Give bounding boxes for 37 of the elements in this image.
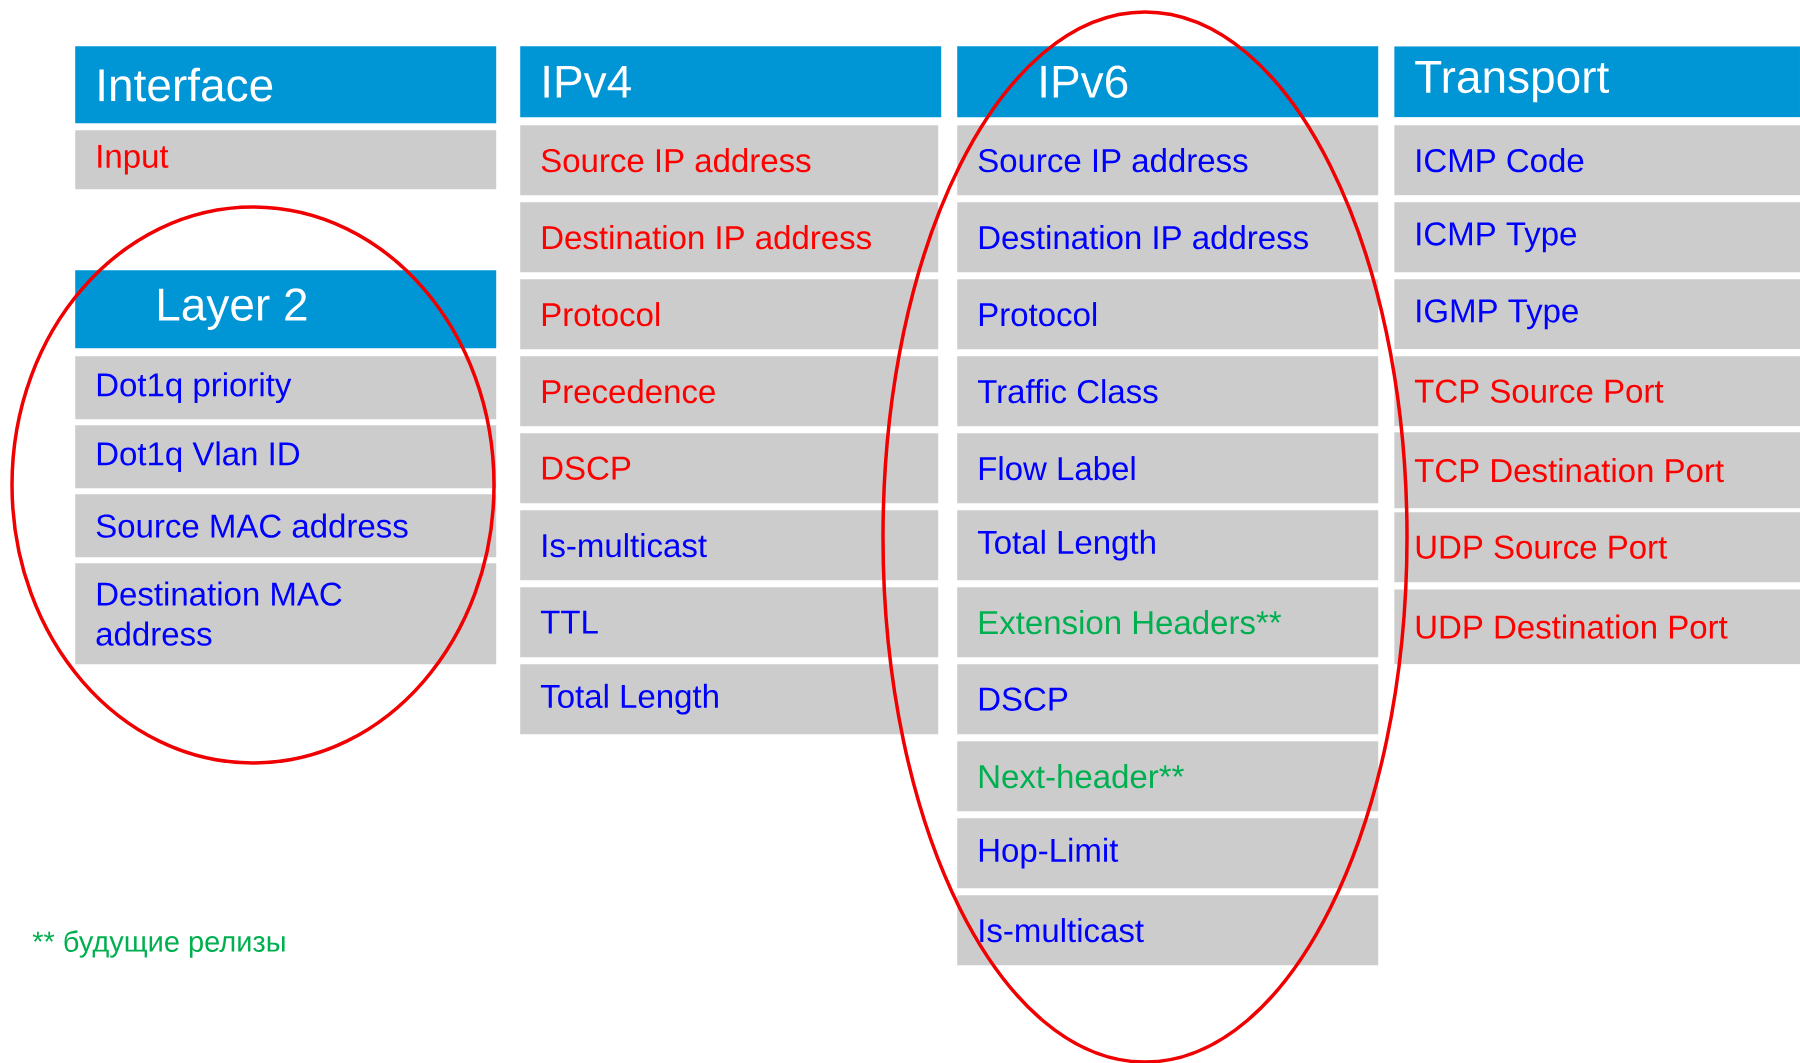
field-cell: ICMP Type: [1394, 202, 1800, 273]
field-cell: Input: [75, 130, 497, 190]
footnote: ** будущие релизы: [32, 930, 285, 958]
field-cell: Destination IP address: [520, 202, 939, 273]
column-header: Layer 2: [75, 270, 497, 349]
field-cell: Traffic Class: [957, 356, 1379, 427]
field-cell: Dot1q priority: [75, 356, 497, 420]
field-cell: Source IP address: [957, 125, 1379, 196]
field-cell: Protocol: [520, 279, 939, 350]
field-cell: TCP Destination Port: [1394, 432, 1800, 509]
field-cell: UDP Destination Port: [1394, 589, 1800, 665]
field-cell: Is-multicast: [520, 510, 939, 581]
field-cell: Dot1q Vlan ID: [75, 425, 497, 489]
field-cell: Protocol: [957, 279, 1379, 350]
field-cell: DSCP: [957, 664, 1379, 735]
field-cell: DSCP: [520, 433, 939, 504]
field-cell: Total Length: [957, 510, 1379, 581]
field-cell: Total Length: [520, 664, 939, 735]
field-cell: Source IP address: [520, 125, 939, 196]
column-header: IPv4: [520, 46, 942, 118]
field-cell: TCP Source Port: [1394, 356, 1800, 427]
field-cell: TTL: [520, 587, 939, 658]
field-cell: Flow Label: [957, 433, 1379, 504]
field-cell: Is-multicast: [957, 895, 1379, 966]
field-cell: UDP Source Port: [1394, 512, 1800, 583]
field-cell: Destination IP address: [957, 202, 1379, 273]
field-cell: Next-header**: [957, 741, 1379, 812]
column-header: Interface: [75, 46, 497, 124]
field-cell: Source MAC address: [75, 494, 497, 558]
field-cell: IGMP Type: [1394, 279, 1800, 350]
field-cell: ICMP Code: [1394, 125, 1800, 196]
field-cell: Precedence: [520, 356, 939, 427]
field-cell: Extension Headers**: [957, 587, 1379, 658]
column-header: IPv6: [957, 46, 1379, 118]
field-cell: Destination MAC address: [75, 563, 497, 665]
column-header: Transport: [1394, 46, 1800, 118]
field-cell: Hop-Limit: [957, 818, 1379, 889]
